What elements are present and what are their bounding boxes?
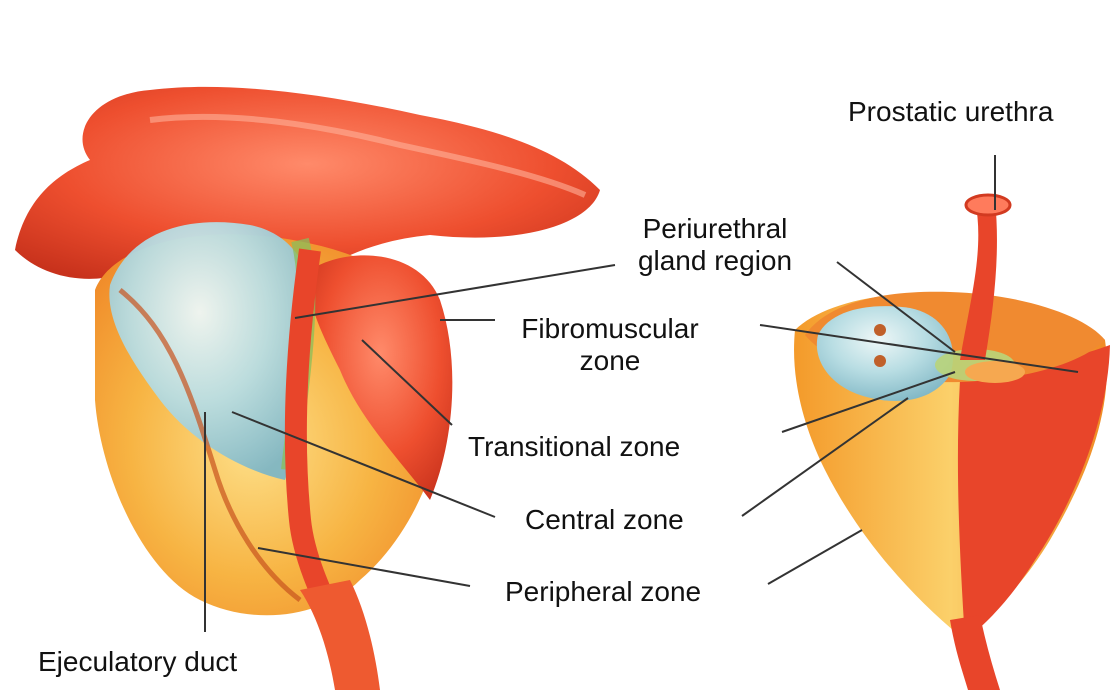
cone-transitional	[965, 361, 1025, 383]
label-peripheral-zone: Peripheral zone	[505, 576, 701, 608]
label-central-zone: Central zone	[525, 504, 684, 536]
cone-stem	[950, 615, 1000, 690]
label-fibromuscular-zone: Fibromuscular zone	[500, 313, 720, 377]
label-periurethral-line2: gland region	[620, 245, 810, 277]
right-gland-illustration	[794, 195, 1110, 690]
label-ejaculatory-duct: Ejeculatory duct	[38, 646, 237, 678]
label-transitional-zone: Transitional zone	[468, 431, 680, 463]
duct-opening-1	[874, 324, 886, 336]
urethra-stem	[300, 580, 380, 690]
label-fibromuscular-line1: Fibromuscular	[500, 313, 720, 345]
urethra-opening	[966, 195, 1010, 215]
label-fibromuscular-line2: zone	[500, 345, 720, 377]
cone-red-wedge	[958, 345, 1110, 640]
duct-opening-2	[874, 355, 886, 367]
label-periurethral-gland-region: Periurethral gland region	[620, 213, 810, 277]
label-prostatic-urethra: Prostatic urethra	[848, 96, 1053, 128]
leader-peripheral-right	[768, 530, 862, 584]
label-periurethral-line1: Periurethral	[620, 213, 810, 245]
